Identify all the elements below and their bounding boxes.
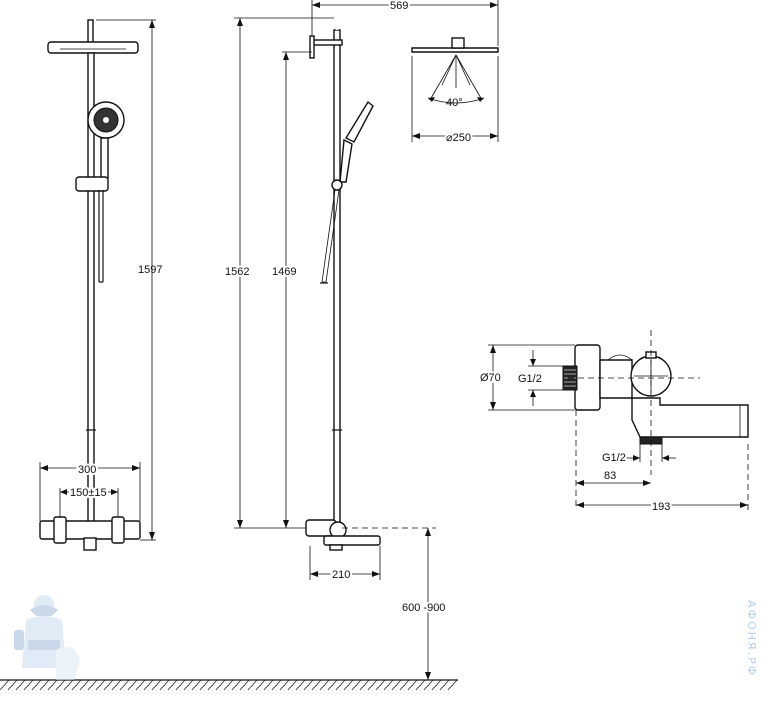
floor-hatch-line [127,679,138,691]
floor-hatch-line [319,679,330,691]
overhead-head-side [411,47,499,53]
floor-hatch-line [439,679,450,691]
floor-hatch-line [303,679,314,691]
floor-line [0,679,458,691]
floor-hatch-line [207,679,218,691]
detail-view: Ø70 G1/2 G1/2 83 193 [478,330,749,515]
floor-hatch-line [327,679,338,691]
dim-label-150: 150±15 [70,487,107,499]
floor-hatch-line [87,679,98,691]
shower-arm [336,17,459,38]
floor-hatch-line [447,679,458,691]
floor-hatch-line [47,679,58,691]
floor-hatch-line [135,679,146,691]
hand-shower-side [345,100,374,143]
overhead-head-front [47,41,139,54]
floor-hatch-line [71,679,82,691]
dim-label-g12-bottom: G1/2 [602,452,626,464]
plumber-mascot-icon [14,595,80,680]
floor-hatch-line [335,679,346,691]
riser-pipe-side [333,29,341,531]
floor-hatch-line [279,679,290,691]
floor-hatch-line [415,679,426,691]
spout-side [323,535,381,546]
dim-label-193: 193 [652,501,670,513]
floor-hatch-line [103,679,114,691]
floor-hatch-line [119,679,130,691]
floor-hatch-line [375,679,386,691]
dim-label-210: 210 [332,569,350,581]
floor-hatch-line [407,679,418,691]
floor-hatch-line [311,679,322,691]
floor-hatch-line [39,679,50,691]
dim-label-300: 300 [78,464,96,476]
dim-label-600-900: 600 -900 [402,602,445,614]
floor-hatch-line [287,679,298,691]
dim-label-g12-wall: G1/2 [518,373,542,385]
floor-hatch-line [167,679,178,691]
slide-holder [75,176,109,192]
wall-flange [574,344,601,411]
floor-hatch-line [423,679,434,691]
floor-hatch-line [55,679,66,691]
floor-hatch-line [215,679,226,691]
floor-hatch-line [159,679,170,691]
floor-hatch-line [263,679,274,691]
front-view: 1597 300 150±15 [39,19,162,551]
floor-hatch-line [151,679,162,691]
floor-hatch-line [175,679,186,691]
floor-hatch-line [63,679,74,691]
floor-hatch-line [143,679,154,691]
floor-hatch-line [431,679,442,691]
floor-hatch-line [199,679,210,691]
valve-body [599,359,633,399]
floor-hatch-line [391,679,402,691]
floor-hatch-line [79,679,90,691]
floor-hatch-line [343,679,354,691]
floor-hatch-line [239,679,250,691]
floor-hatch-line [271,679,282,691]
floor-hatch-line [183,679,194,691]
floor-hatch-line [223,679,234,691]
floor-hatch-line [23,679,34,691]
floor-hatch-line [0,679,10,691]
dim-label-1469: 1469 [272,266,296,278]
dim-label-250: ⌀250 [446,132,471,144]
floor-hatch-line [95,679,106,691]
floor-hatch-line [359,679,370,691]
floor-hatch-line [367,679,378,691]
dim-label-1562: 1562 [225,266,249,278]
side-view: 40° ⌀250 569 1562 1469 [223,0,499,680]
floor-hatch-line [383,679,394,691]
watermark-text: АФОНЯ.РФ [745,600,758,677]
floor-hatch-line [399,679,410,691]
floor-hatch-line [351,679,362,691]
dim-label-83: 83 [604,470,616,482]
floor-hatch-line [111,679,122,691]
dim-label-569: 569 [390,0,408,12]
floor-hatch-line [295,679,306,691]
floor-hatch-line [15,679,26,691]
floor-hatch-line [7,679,18,691]
floor-hatch-line [31,679,42,691]
wall-bracket [311,39,343,46]
riser-top [87,19,94,45]
floor-hatch-line [231,679,242,691]
floor-hatch-line [255,679,266,691]
floor-hatch-line [191,679,202,691]
floor-hatch-line [247,679,258,691]
spout-detail [631,397,749,438]
dim-label-40deg: 40° [446,97,463,109]
dim-label-70: Ø70 [480,372,501,384]
spout-front [83,537,97,551]
dim-label-1597: 1597 [138,264,162,276]
